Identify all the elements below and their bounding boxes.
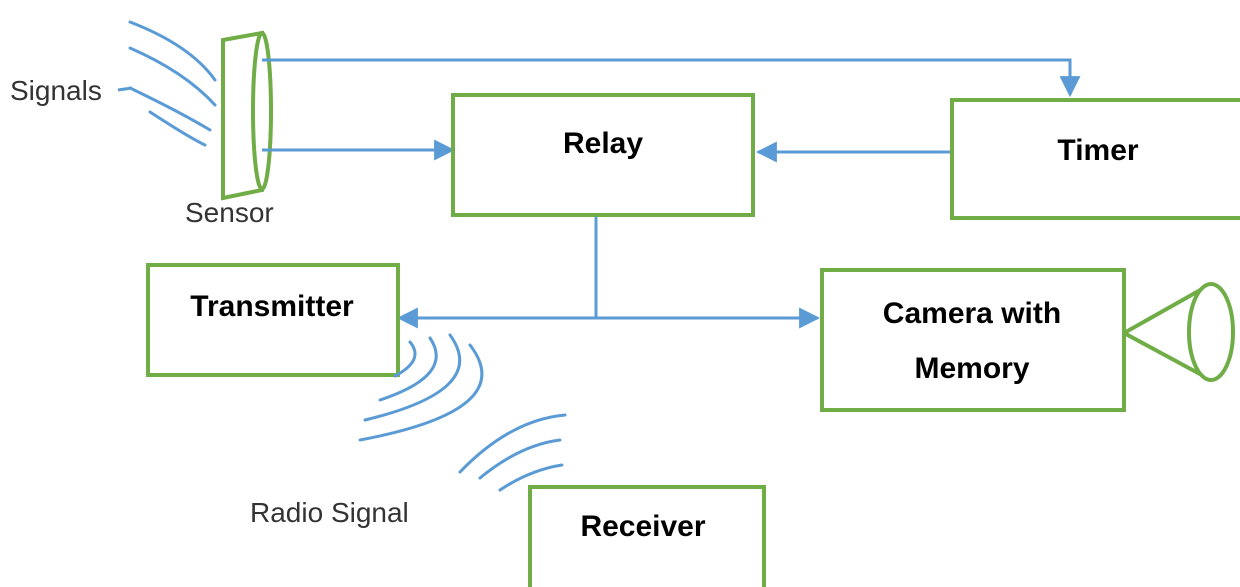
relay-label: Relay (563, 127, 643, 160)
transmitter-label: Transmitter (190, 290, 354, 323)
camera-label-line2: Memory (914, 352, 1029, 385)
signals-label-connector (117, 86, 133, 92)
timer-label: Timer (1057, 134, 1138, 167)
camera-lens-icon (1123, 282, 1235, 382)
radio-signal-label: Radio Signal (250, 497, 409, 528)
signal-waves-icon (128, 20, 217, 147)
connectors (262, 58, 1081, 329)
transmitter-block: Transmitter (146, 263, 400, 377)
camera-label-line1: Camera with (883, 297, 1061, 330)
sensor-to-timer-connector (262, 58, 1081, 98)
receiver-label: Receiver (580, 510, 705, 543)
sensor-label: Sensor (185, 197, 274, 228)
signals-label: Signals (10, 75, 102, 106)
camera-block: Camera with Memory (820, 268, 1126, 412)
relay-block: Relay (451, 93, 755, 217)
receiver-block: Receiver (528, 485, 766, 587)
sensor-disc-icon (221, 30, 273, 201)
radio-waves-icon (358, 333, 567, 492)
timer-block: Timer (950, 98, 1240, 220)
